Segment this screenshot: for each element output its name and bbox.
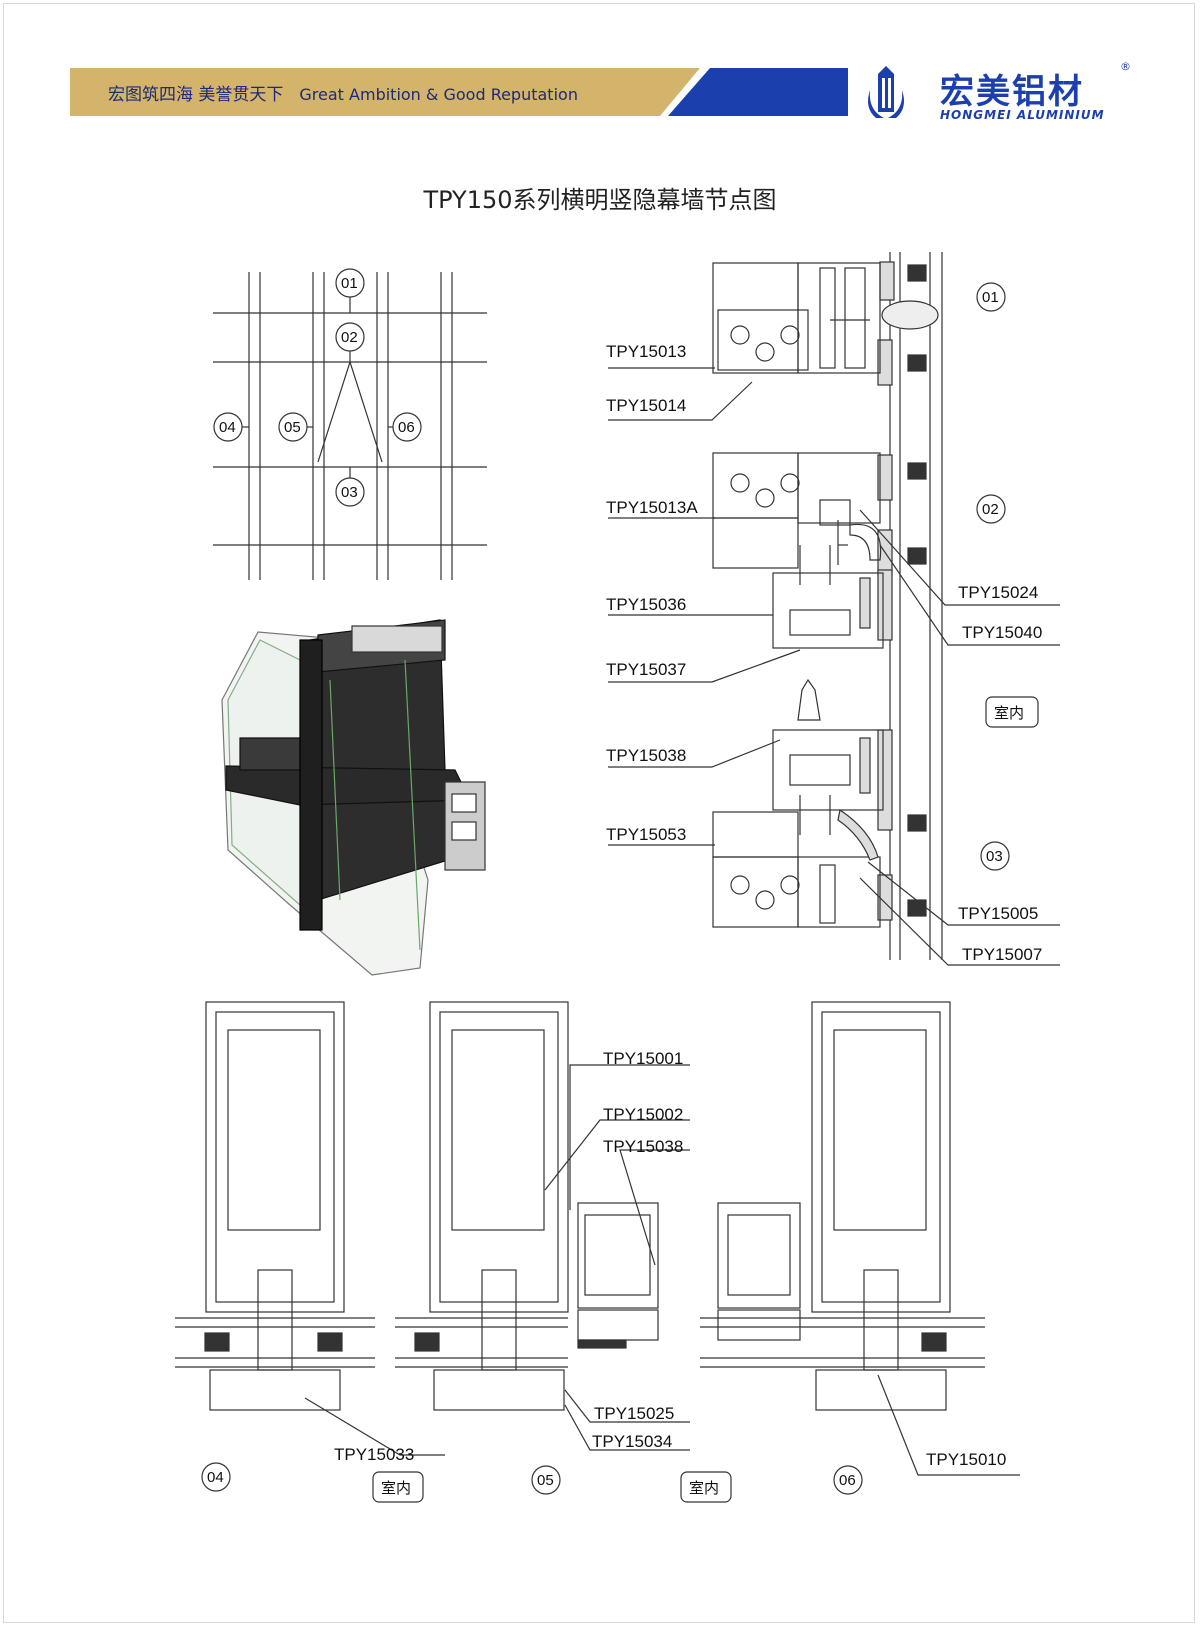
label-tpy15013: TPY15013 <box>606 342 686 361</box>
node-markers <box>201 268 1010 1495</box>
node-label-01: 01 <box>341 275 358 292</box>
node-label-05: 05 <box>284 419 301 436</box>
label-tpy15001: TPY15001 <box>603 1049 683 1068</box>
brand-logo-icon <box>868 66 904 118</box>
node-marker <box>278 412 308 442</box>
node-marker <box>201 1462 231 1492</box>
label-tpy15038-horizontal: TPY15038 <box>603 1137 683 1156</box>
node-label-02: 02 <box>341 329 358 346</box>
vertical-section <box>608 252 1060 966</box>
horizontal-sections <box>175 1001 1020 1476</box>
label-tpy15007: TPY15007 <box>962 945 1042 964</box>
label-tpy15002: TPY15002 <box>603 1105 683 1124</box>
label-tpy15024: TPY15024 <box>958 583 1038 602</box>
label-tpy15037: TPY15037 <box>606 660 686 679</box>
corner-3d-illustration <box>221 619 486 976</box>
label-tpy15053: TPY15053 <box>606 825 686 844</box>
label-tpy15040: TPY15040 <box>962 623 1042 642</box>
node-marker <box>335 477 365 507</box>
room-label-05: 室内 <box>689 1479 719 1497</box>
label-tpy15036: TPY15036 <box>606 595 686 614</box>
node-marker <box>531 1465 561 1495</box>
label-tpy15010: TPY15010 <box>926 1450 1006 1469</box>
section-node-06: 06 <box>839 1472 856 1489</box>
node-marker <box>833 1465 863 1495</box>
room-label-boxes <box>372 696 1039 1503</box>
registered-mark: ® <box>1120 60 1131 73</box>
node-marker <box>213 412 243 442</box>
elevation-grid <box>213 272 487 580</box>
section-node-01: 01 <box>982 289 999 306</box>
room-label-vertical: 室内 <box>994 704 1024 722</box>
brand-name-en: HONGMEI ALUMINIUM <box>940 108 1105 122</box>
page-title: TPY150系列横明竖隐幕墙节点图 <box>423 186 777 214</box>
label-tpy15013a: TPY15013A <box>606 498 698 517</box>
label-tpy15033: TPY15033 <box>334 1445 414 1464</box>
brand-name-cn: 宏美铝材 <box>940 72 1084 112</box>
slogan-cn: 宏图筑四海 美誉贯天下 <box>108 85 284 105</box>
label-tpy15038-vertical: TPY15038 <box>606 746 686 765</box>
node-label-03: 03 <box>341 484 358 501</box>
node-label-04: 04 <box>219 419 236 436</box>
node-marker <box>335 268 365 298</box>
node-marker <box>392 412 422 442</box>
blue-banner <box>668 68 848 116</box>
section-node-05: 05 <box>537 1472 554 1489</box>
label-tpy15034: TPY15034 <box>592 1432 672 1451</box>
section-node-03: 03 <box>986 848 1003 865</box>
node-marker <box>980 841 1010 871</box>
gold-banner <box>70 68 700 116</box>
node-label-06: 06 <box>398 419 415 436</box>
page-border <box>3 3 1195 1623</box>
header-graphic <box>70 66 904 118</box>
room-label-04: 室内 <box>381 1479 411 1497</box>
node-marker <box>976 494 1006 524</box>
slogan: 宏图筑四海 美誉贯天下 Great Ambition & Good Reputat… <box>108 80 578 105</box>
label-tpy15005: TPY15005 <box>958 904 1038 923</box>
slogan-en: Great Ambition & Good Reputation <box>299 85 578 104</box>
label-tpy15025: TPY15025 <box>594 1404 674 1423</box>
label-tpy15014: TPY15014 <box>606 396 686 415</box>
node-marker <box>976 282 1006 312</box>
node-marker <box>335 322 365 352</box>
section-node-02: 02 <box>982 501 999 518</box>
section-node-04: 04 <box>207 1469 224 1486</box>
